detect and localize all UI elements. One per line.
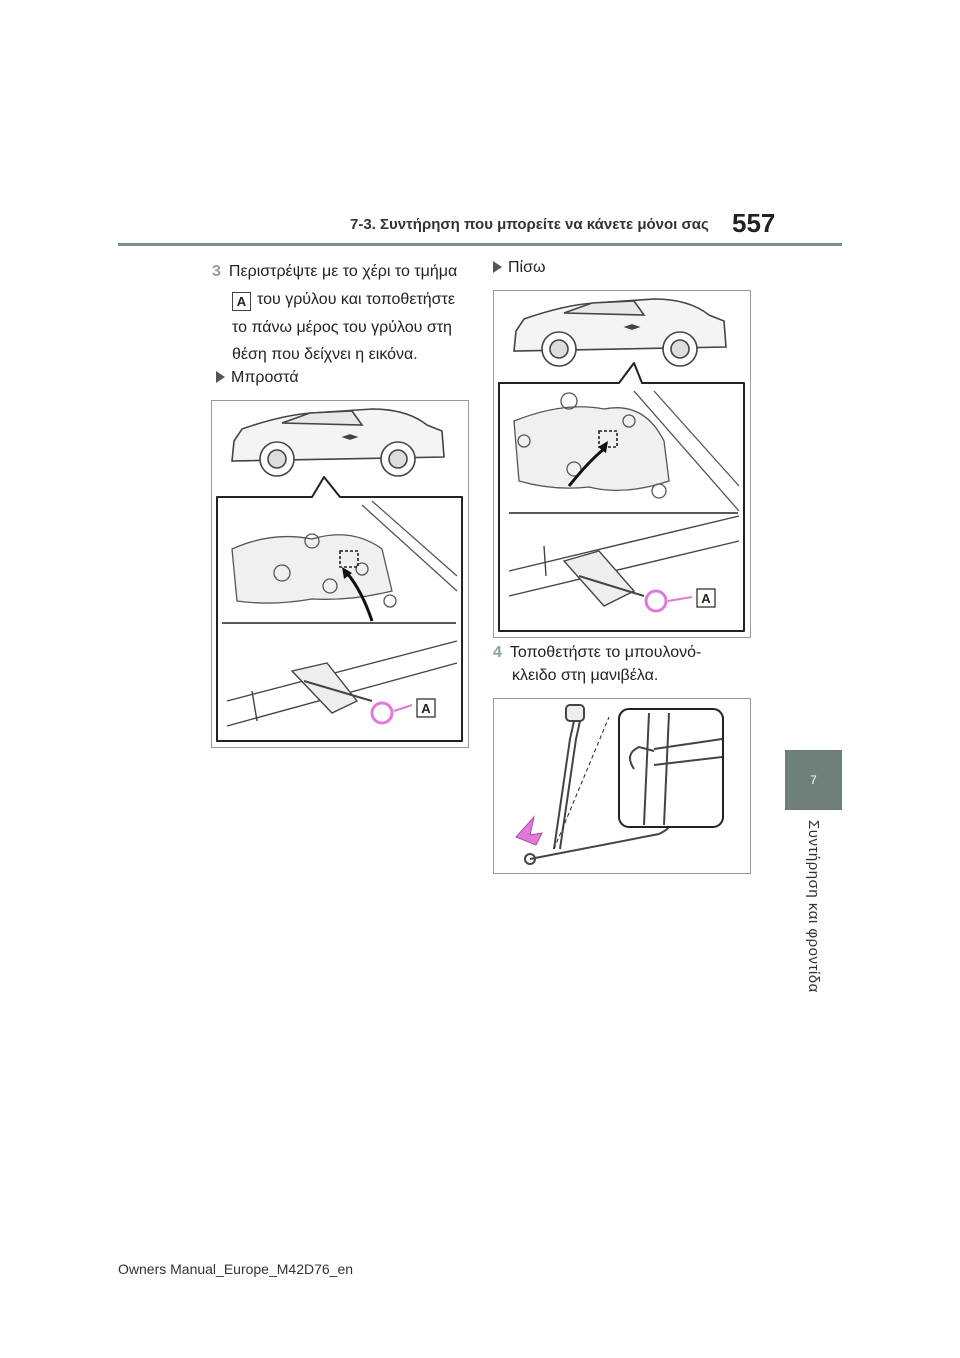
bullet-triangle-icon [216,371,225,383]
rear-label: Πίσω [493,258,545,278]
step3-number: 3 [212,263,221,280]
jack-icon [226,640,458,727]
rear-jack-illustration: A [498,298,745,632]
rotate-arrow-icon [644,589,668,613]
front-jack-illustration: A [216,408,463,742]
car-side-icon [231,408,445,477]
bullet-triangle-icon [493,261,502,273]
lug-wrench-icon [553,704,585,850]
page-number: 557 [732,208,776,238]
jack-icon [508,515,740,607]
section-title: 7-3. Συντήρηση που μπορείτε να κάνετε μό… [350,216,709,233]
front-jack-figure: A [211,400,469,748]
chapter-tab: 7 [785,750,842,810]
step3-line3: το πάνω μέρος του γρύλου στη [232,319,452,336]
front-callout-a: A [421,701,431,716]
header-rule [118,243,842,246]
step4-number: 4 [493,644,502,661]
wrench-handle-illustration [515,704,724,865]
chapter-number: 7 [810,773,817,787]
rear-callout-a: A [701,591,711,606]
underbody-view [231,500,458,608]
chapter-side-label: Συντήρηση και φροντίδα [805,820,822,993]
rear-jack-figure: A [493,290,751,638]
footer-text: Owners Manual_Europe_M42D76_en [118,1261,354,1277]
rotate-arrow-icon [370,701,394,725]
step3-line4: θέση που δείχνει η εικόνα. [232,346,418,363]
step4-line2: κλειδο στη μανιβέλα. [512,667,659,684]
connection-detail [629,712,723,826]
front-label: Μπροστά [216,368,299,388]
part-a-marker: A [232,292,251,311]
wrench-handle-figure [493,698,751,874]
push-arrow-icon [515,815,543,846]
car-side-icon [513,298,727,367]
underbody-view [513,390,740,512]
